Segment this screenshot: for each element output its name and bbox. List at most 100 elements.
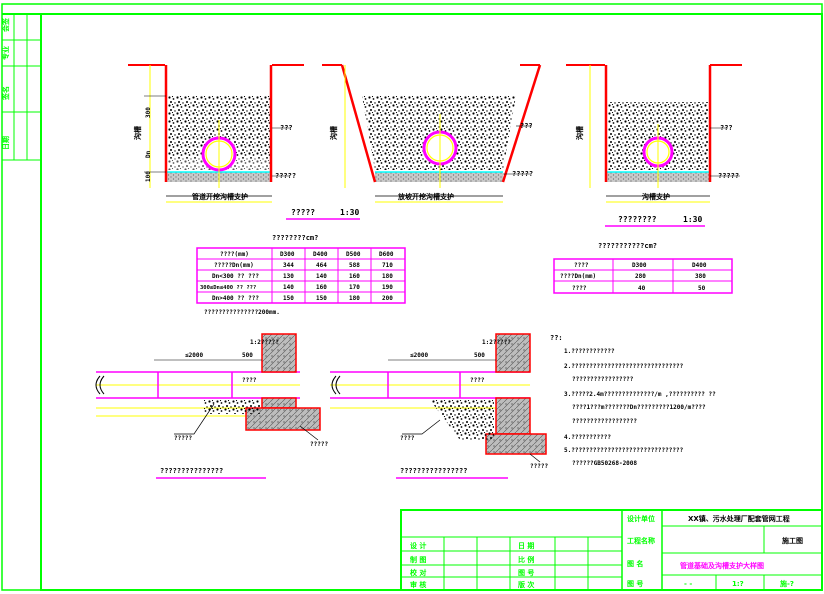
strip-label: 日期 xyxy=(1,136,10,150)
table-cell: 170 xyxy=(349,284,360,291)
table-cell: ?????Dn(mm) xyxy=(214,262,254,269)
note-line: ??????GB50268-2008 xyxy=(572,460,637,467)
table-cell: 180 xyxy=(382,273,393,280)
pipe-label: ???? xyxy=(242,377,257,384)
section-right: 沟槽 沟槽支护 ??? ????? xyxy=(566,64,742,203)
table-title: ???????????cm? xyxy=(598,242,657,250)
scale-value: 1:? xyxy=(732,580,744,588)
scale-value-right: 1:30 xyxy=(683,215,702,224)
leader-note: ????? xyxy=(275,172,296,180)
leader-note: ????? xyxy=(530,463,548,470)
detail-left: ≤2000 500 1:2????? ???? ????? ????? ????… xyxy=(95,333,328,479)
table-cell: 150 xyxy=(283,295,294,302)
section-label: 放坡开挖沟槽支护 xyxy=(397,192,454,201)
svg-text:沟槽: 沟槽 xyxy=(329,126,338,140)
table-cell: D600 xyxy=(379,251,394,258)
note-line: 3.?????2.4m??????????????/m ,?????????? … xyxy=(564,391,716,398)
tb-cell: 设 计 xyxy=(410,541,426,550)
section-label: 管道开挖沟槽支护 xyxy=(192,192,248,201)
table-cell: 160 xyxy=(316,284,327,291)
pipe-label: ???? xyxy=(470,377,485,384)
table-cell: 280 xyxy=(635,273,646,280)
table-cell: 150 xyxy=(316,295,327,302)
slope-label: 1:2????? xyxy=(482,339,511,346)
notes-title: ??: xyxy=(550,334,563,342)
leader-note: ????? xyxy=(174,435,192,442)
dim-label: ≤2000 xyxy=(185,352,203,359)
table-cell: 40 xyxy=(638,285,646,292)
table-bedding-thickness: ????????cm? ????(mm) D300 D400 D500 D600… xyxy=(196,234,406,316)
dim-label: 500 xyxy=(242,352,253,359)
table-cell: 190 xyxy=(382,284,393,291)
tb-row-label: 设计单位 xyxy=(627,514,655,523)
table-cell: D400 xyxy=(692,262,707,269)
table-cell: 344 xyxy=(283,262,294,269)
date-value: - - xyxy=(684,580,692,588)
notes: ??: 1.???????????? 2.???????????????????… xyxy=(550,334,716,467)
tb-row-label: 图 名 xyxy=(627,559,643,568)
drawing-frame: 会签 专业 签名 日期 xyxy=(1,3,823,591)
tb-cell: 图 号 xyxy=(518,568,534,577)
table-cell: 200 xyxy=(382,295,393,302)
tb-row-label: 图 号 xyxy=(627,579,643,588)
note-line: ????????????????? xyxy=(572,376,634,383)
tb-cell: 校 对 xyxy=(410,568,426,577)
table-cell: 140 xyxy=(283,284,294,291)
table-cell: 50 xyxy=(698,285,706,292)
section-left: 沟槽 300 Dn 100 管道开挖沟槽支护 ??? ????? xyxy=(128,64,304,203)
note-line: ?????????????????? xyxy=(572,418,637,425)
scale-label-left: ????? xyxy=(291,208,315,217)
tb-cell: 版 次 xyxy=(518,580,534,589)
table-cell: 160 xyxy=(349,273,360,280)
dim-label: 100 xyxy=(145,171,152,182)
tb-cell: 日 期 xyxy=(518,541,534,550)
leader-note: ????? xyxy=(512,170,533,178)
design-stage: 施工图 xyxy=(782,536,803,545)
detail-caption: ???????????????? xyxy=(400,467,467,475)
dim-label: Dn xyxy=(145,150,152,158)
table-cell: D300 xyxy=(280,251,295,258)
table-cell: 464 xyxy=(316,262,327,269)
table-cell: 588 xyxy=(349,262,360,269)
strip-label: 专业 xyxy=(1,46,10,60)
table-cell: ????Dn(mm) xyxy=(560,273,596,280)
table-cell: Dn>400 ?? ??? xyxy=(212,295,259,302)
note-line: 1.???????????? xyxy=(564,348,615,355)
drawing-name: 管道基础及沟槽支护大样图 xyxy=(680,561,764,570)
tb-row-label: 工程名称 xyxy=(627,536,655,545)
table-cell: 380 xyxy=(695,273,706,280)
table-cell: D400 xyxy=(313,251,328,258)
table-cell: D500 xyxy=(346,251,361,258)
section-label: 沟槽支护 xyxy=(642,192,670,201)
leader-note: ???? xyxy=(400,435,415,442)
table-cell: 140 xyxy=(316,273,327,280)
leader-note: ????? xyxy=(718,172,739,180)
svg-text:沟槽: 沟槽 xyxy=(575,126,584,140)
note-line: 2.??????????????????????????????? xyxy=(564,363,684,370)
table-cell: 300≤Dn≤400 ?? ??? xyxy=(200,285,256,291)
note-line: ????1???m???????Dn?????????1200/m???? xyxy=(572,404,706,411)
detail-caption: ??????????????? xyxy=(160,467,223,475)
table-footnote: ???????????????200mm. xyxy=(204,309,280,316)
title-block: 设 计 制 图 校 对 审 核 日 期 比 例 图 号 版 次 设计单位 工程名… xyxy=(400,509,823,591)
table-cell: 130 xyxy=(283,273,294,280)
table-support-thickness: ???????????cm? ???? D300 D400 ????Dn(mm)… xyxy=(553,242,733,294)
dim-label: 300 xyxy=(145,107,152,118)
scale-captions: ????? 1:30 ???????? 1:30 xyxy=(286,208,705,227)
table-title: ????????cm? xyxy=(272,234,318,242)
table-cell: ???? xyxy=(574,262,589,269)
leader-note: ??? xyxy=(280,124,293,132)
svg-text:沟槽: 沟槽 xyxy=(133,126,142,140)
leader-note: ????? xyxy=(310,441,328,448)
detail-right: ≤2000 500 1:2????? ???? ???? ????? ?????… xyxy=(330,333,548,479)
table-cell: ????(mm) xyxy=(220,251,249,258)
leader-note: ??? xyxy=(720,124,733,132)
table-cell: ???? xyxy=(572,285,587,292)
sheet-number: 施-? xyxy=(780,579,794,588)
note-line: 5.??????????????????????????????? xyxy=(564,447,684,454)
project-name: XX镇、污水处理厂配套管网工程 xyxy=(688,514,790,523)
strip-label: 会签 xyxy=(1,17,10,32)
dim-label: 500 xyxy=(474,352,485,359)
strip-label: 签名 xyxy=(1,86,10,101)
